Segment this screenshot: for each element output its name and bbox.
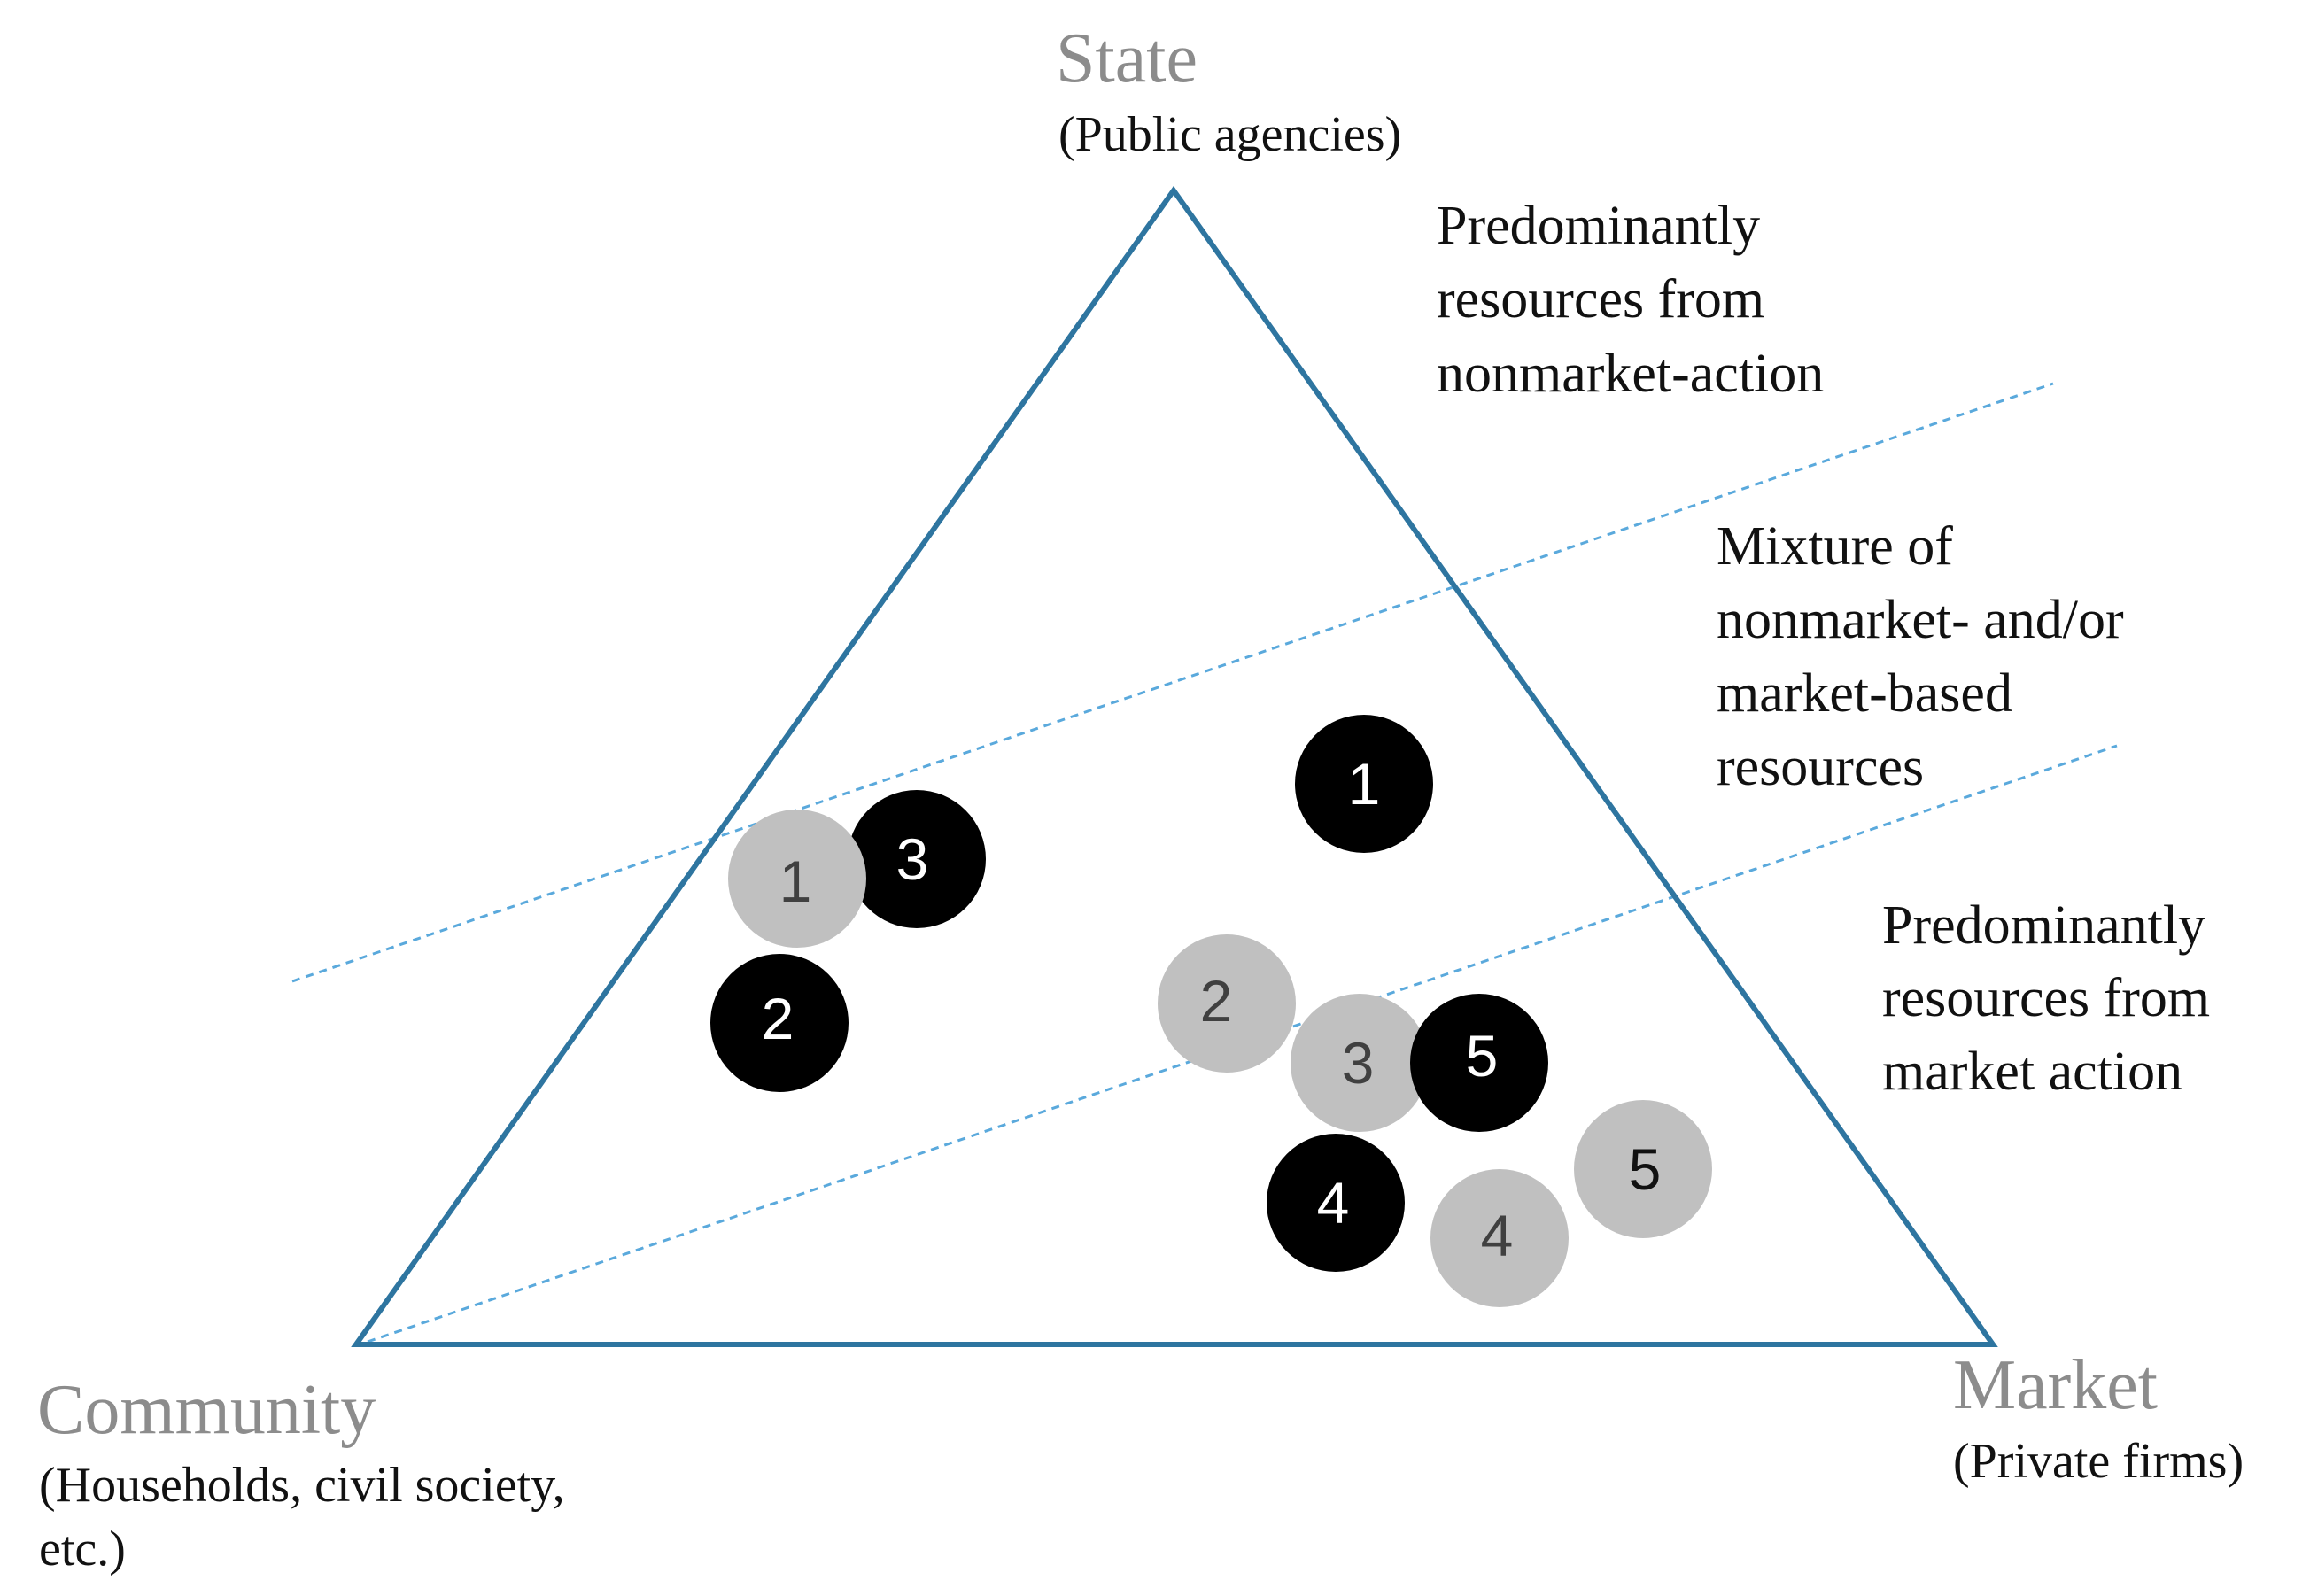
middle-zone-label: Mixture of nonmarket- and/or market-base… [1717, 516, 2124, 797]
marker-disc [1574, 1100, 1712, 1238]
middle-zone-line: resources [1717, 737, 1924, 797]
marker-number: 3 [896, 826, 929, 892]
middle-zone-line: nonmarket- and/or [1717, 590, 2124, 650]
market-vertex-title: Market [1953, 1346, 2158, 1424]
marker-disc [1410, 994, 1548, 1132]
upper-divider-line [291, 382, 2054, 983]
marker-disc [728, 810, 866, 948]
marker-disc [1430, 1169, 1569, 1307]
marker-black-3: 3 [848, 790, 986, 928]
marker-disc [1291, 994, 1429, 1132]
state-market-community-triangle [351, 185, 1998, 1347]
marker-number: 2 [1200, 968, 1233, 1034]
marker-number: 1 [779, 848, 812, 914]
marker-number: 5 [1629, 1136, 1662, 1202]
marker-disc [1295, 715, 1433, 853]
marker-black-2: 2 [710, 954, 849, 1092]
marker-number: 3 [1342, 1030, 1375, 1096]
marker-number: 2 [762, 986, 795, 1051]
marker-number: 4 [1481, 1203, 1514, 1268]
marker-gray-4: 4 [1430, 1169, 1569, 1307]
marker-disc [1158, 934, 1296, 1073]
community-vertex-title: Community [37, 1371, 376, 1449]
marker-number: 4 [1317, 1170, 1350, 1236]
top-zone-line: resources from [1437, 269, 1764, 329]
top-zone-line: nonmarket-action [1437, 344, 1824, 404]
middle-zone-line: market-based [1717, 663, 2012, 724]
bottom-zone-label: Predominantly resources from market acti… [1882, 895, 2210, 1102]
state-vertex-title: State [1056, 19, 1198, 97]
marker-disc [710, 954, 849, 1092]
community-vertex-subtitle-line-1: (Households, civil society, [39, 1458, 565, 1513]
top-zone-label: Predominantly resources from nonmarket-a… [1437, 196, 1824, 404]
state-vertex-subtitle: (Public agencies) [1058, 107, 1401, 162]
marker-number: 1 [1348, 751, 1381, 817]
marker-disc [848, 790, 986, 928]
top-zone-line: Predominantly [1437, 196, 1760, 256]
bottom-zone-line: resources from [1882, 968, 2210, 1028]
marker-gray-3: 3 [1291, 994, 1429, 1132]
marker-gray-5: 5 [1574, 1100, 1712, 1238]
marker-gray-2: 2 [1158, 934, 1296, 1073]
marker-black-5: 5 [1410, 994, 1548, 1132]
marker-black-4: 4 [1267, 1134, 1405, 1272]
marker-number: 5 [1466, 1023, 1499, 1089]
bottom-zone-line: Predominantly [1882, 895, 2205, 956]
middle-zone-line: Mixture of [1717, 516, 1953, 577]
marker-gray-1: 1 [728, 810, 866, 948]
bottom-zone-line: market action [1882, 1042, 2182, 1102]
market-vertex-subtitle: (Private firms) [1953, 1434, 2244, 1489]
marker-black-1: 1 [1295, 715, 1433, 853]
community-vertex-subtitle-line-2: etc.) [39, 1522, 126, 1577]
marker-disc [1267, 1134, 1405, 1272]
